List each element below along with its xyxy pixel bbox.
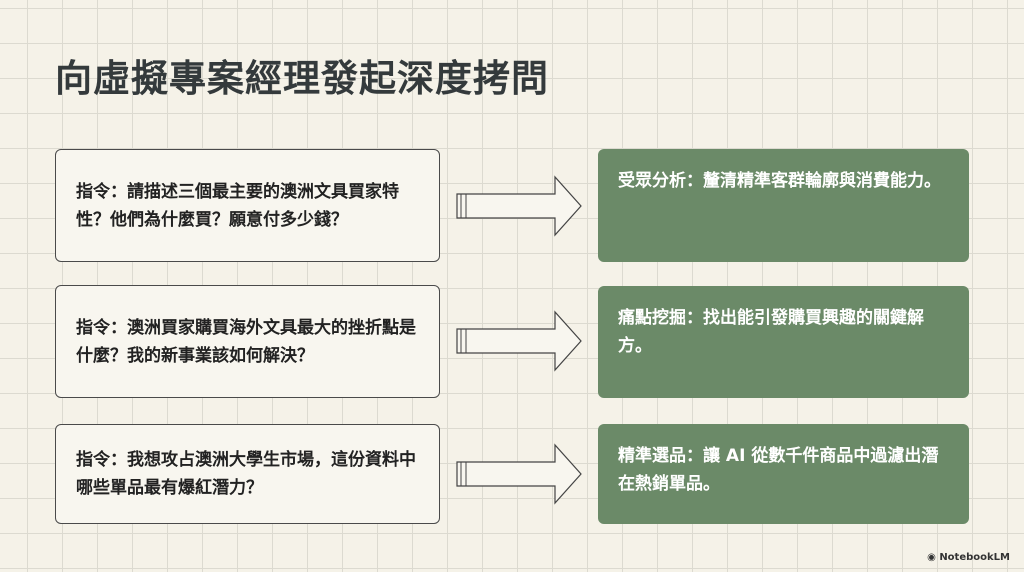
result-box: 精準選品：讓 AI 從數千件商品中過濾出潛在熱銷單品。: [598, 424, 969, 524]
page-title: 向虛擬專案經理發起深度拷問: [55, 57, 549, 100]
result-box: 痛點挖掘：找出能引發購買興趣的關鍵解方。: [598, 286, 969, 398]
brand-label: NotebookLM: [939, 552, 1010, 563]
result-text: 痛點挖掘：找出能引發購買興趣的關鍵解方。: [618, 308, 924, 356]
notebooklm-brand: ◉ NotebookLM: [927, 552, 1010, 563]
result-text: 受眾分析：釐清精準客群輪廓與消費能力。: [618, 171, 941, 191]
prompt-text: 指令：請描述三個最主要的澳洲文具買家特性？他們為什麼買？願意付多少錢？: [76, 181, 399, 230]
arrow-right-icon: [456, 443, 582, 505]
result-text: 精準選品：讓 AI 從數千件商品中過濾出潛在熱銷單品。: [618, 446, 939, 494]
prompt-text: 指令：澳洲買家購買海外文具最大的挫折點是什麼？我的新事業該如何解決？: [76, 317, 416, 366]
prompt-text: 指令：我想攻占澳洲大學生市場，這份資料中哪些單品最有爆紅潛力？: [76, 450, 416, 498]
notebooklm-logo-icon: ◉: [927, 552, 940, 563]
arrow-right-icon: [456, 310, 582, 372]
prompt-box: 指令：我想攻占澳洲大學生市場，這份資料中哪些單品最有爆紅潛力？: [55, 424, 440, 524]
arrow-right-icon: [456, 175, 582, 237]
result-box: 受眾分析：釐清精準客群輪廓與消費能力。: [598, 149, 969, 262]
prompt-box: 指令：澳洲買家購買海外文具最大的挫折點是什麼？我的新事業該如何解決？: [55, 285, 440, 398]
prompt-box: 指令：請描述三個最主要的澳洲文具買家特性？他們為什麼買？願意付多少錢？: [55, 149, 440, 262]
